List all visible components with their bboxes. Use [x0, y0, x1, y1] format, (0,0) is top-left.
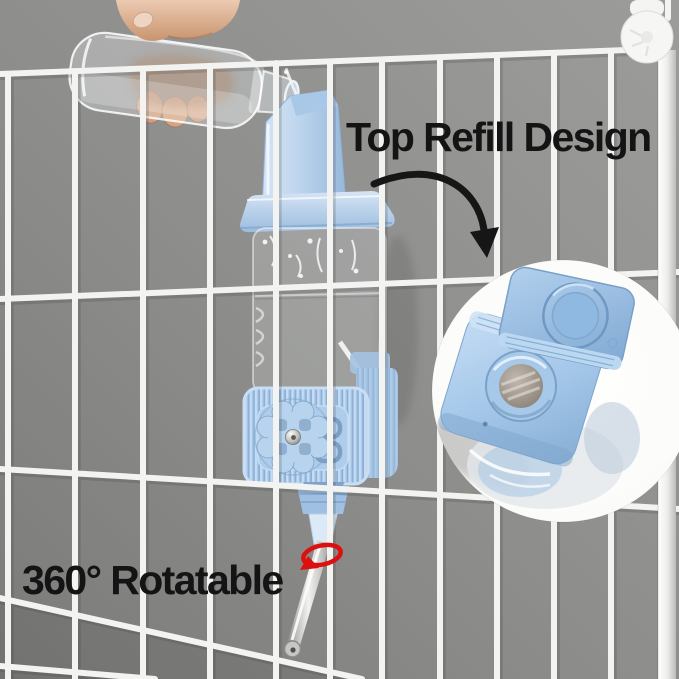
dispenser-flip-lid [261, 89, 347, 212]
top-refill-label: Top Refill Design [346, 114, 652, 160]
thumbnail [132, 11, 154, 29]
mounting-bracket [242, 386, 370, 486]
rotation-arrow-icon [300, 542, 343, 570]
grip-rings [255, 306, 265, 368]
rotatable-label: 360° Rotatable [22, 557, 284, 603]
cage-frame-right [620, 0, 676, 679]
dispenser-cap [240, 191, 395, 233]
drinking-spout [283, 540, 330, 658]
curved-arrow-icon [370, 170, 499, 258]
inset-refill-hole [485, 350, 557, 422]
hand-top [116, 0, 240, 41]
detail-inset [431, 259, 679, 523]
inset-flip-lid [497, 266, 635, 370]
gear-knob [254, 398, 332, 476]
